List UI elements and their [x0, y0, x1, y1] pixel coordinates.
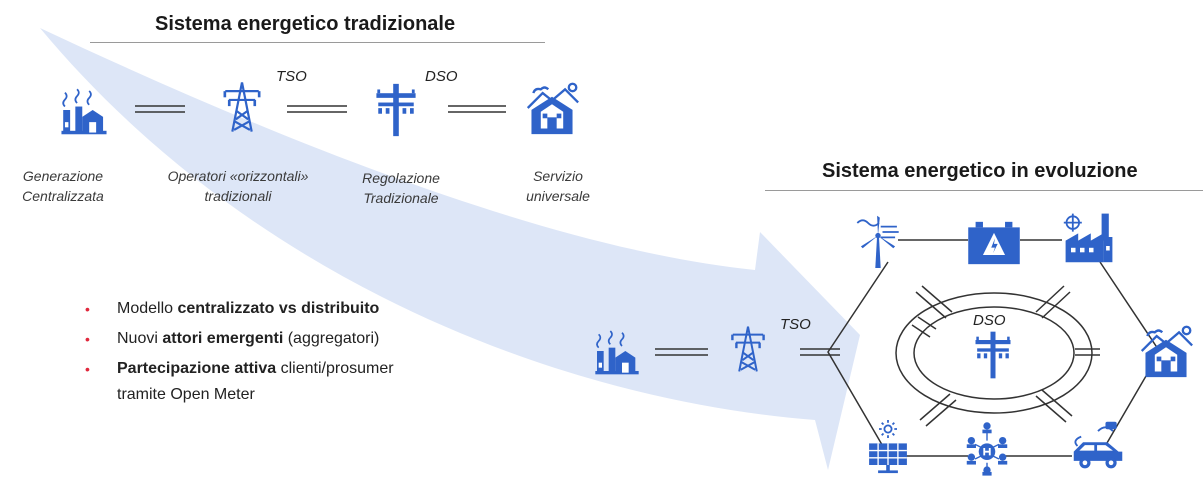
tso-label: TSO — [780, 316, 811, 333]
caption-regolazione: Regolazione Tradizionale — [362, 170, 440, 206]
solar-panel-icon — [865, 420, 911, 474]
electric-car-icon — [1070, 418, 1126, 474]
caption-operatori: Operatori «orizzontali» tradizionali — [167, 168, 309, 204]
community-icon — [964, 420, 1010, 476]
connector-line — [287, 105, 347, 113]
distribution-pole-icon — [970, 330, 1016, 380]
evolution-system-title: Sistema energetico in evoluzione — [822, 160, 1138, 182]
connector-line — [448, 105, 506, 113]
traditional-title-underline — [90, 42, 545, 43]
bullet-dot: • — [85, 361, 90, 377]
bullet-item: • Nuovi attori emergenti (aggregatori) — [85, 326, 379, 352]
transmission-tower-icon — [728, 322, 768, 376]
factory-icon — [592, 326, 642, 376]
dso-label: DSO — [425, 68, 458, 85]
traditional-system-title: Sistema energetico tradizionale — [155, 13, 456, 35]
connector-line — [135, 105, 185, 113]
evolution-title-underline — [765, 190, 1203, 191]
wind-turbine-icon — [855, 214, 901, 268]
bullet-item: • Partecipazione attiva clienti/prosumer… — [85, 356, 394, 408]
house-icon — [1138, 323, 1194, 379]
bullet-dot: • — [85, 331, 90, 347]
bullet-item: • Modello centralizzato vs distribuito — [85, 296, 379, 322]
battery-icon — [966, 220, 1022, 266]
caption-generazione: Generazione Centralizzata — [22, 168, 104, 204]
caption-servizio: Servizio universale — [526, 168, 590, 204]
bullet-dot: • — [85, 301, 90, 317]
bullet-list: • Modello centralizzato vs distribuito •… — [85, 296, 537, 436]
tso-label: TSO — [276, 68, 307, 85]
industry-icon — [1062, 210, 1116, 264]
dso-label: DSO — [973, 312, 1006, 329]
